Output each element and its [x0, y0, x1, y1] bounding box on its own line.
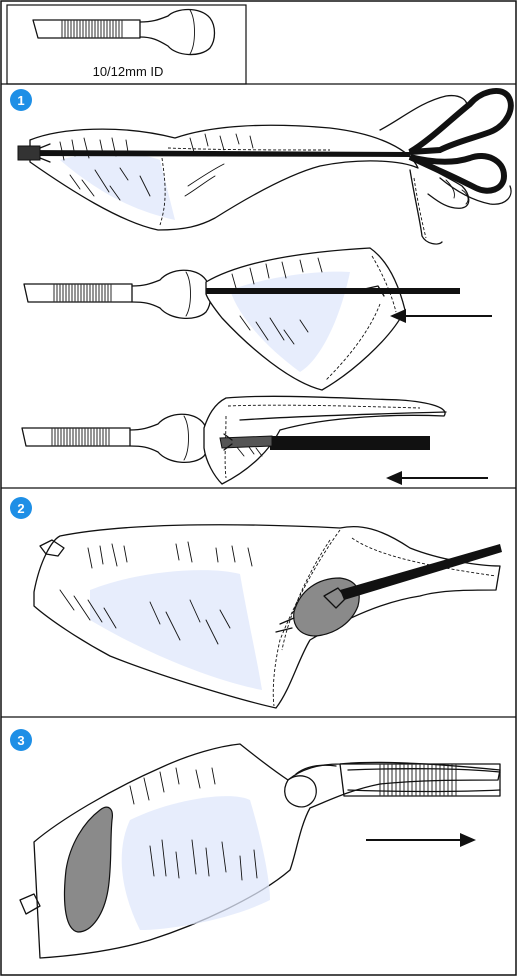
- step-2-badge: 2: [10, 497, 32, 519]
- step-2-number: 2: [17, 501, 24, 516]
- step-2-bag-with-specimen: [34, 525, 502, 708]
- step-1-number: 1: [17, 93, 24, 108]
- step-3-badge: 3: [10, 729, 32, 751]
- step-3-number: 3: [17, 733, 24, 748]
- device-size-label: 10/12mm ID: [93, 64, 164, 79]
- step-1-badge: 1: [10, 89, 32, 111]
- pull-arrow-1b: [390, 309, 492, 323]
- trocar-device-icon: [33, 10, 215, 55]
- pull-arrow-1c: [386, 471, 488, 485]
- pull-arrow-3: [366, 833, 476, 847]
- step-3-bag-withdrawn: [20, 744, 500, 958]
- step-1-grasper-into-reducer: [22, 396, 446, 484]
- step-1-reducer-in-bag: [24, 248, 460, 390]
- step-1-bag-with-grasper: [30, 125, 442, 244]
